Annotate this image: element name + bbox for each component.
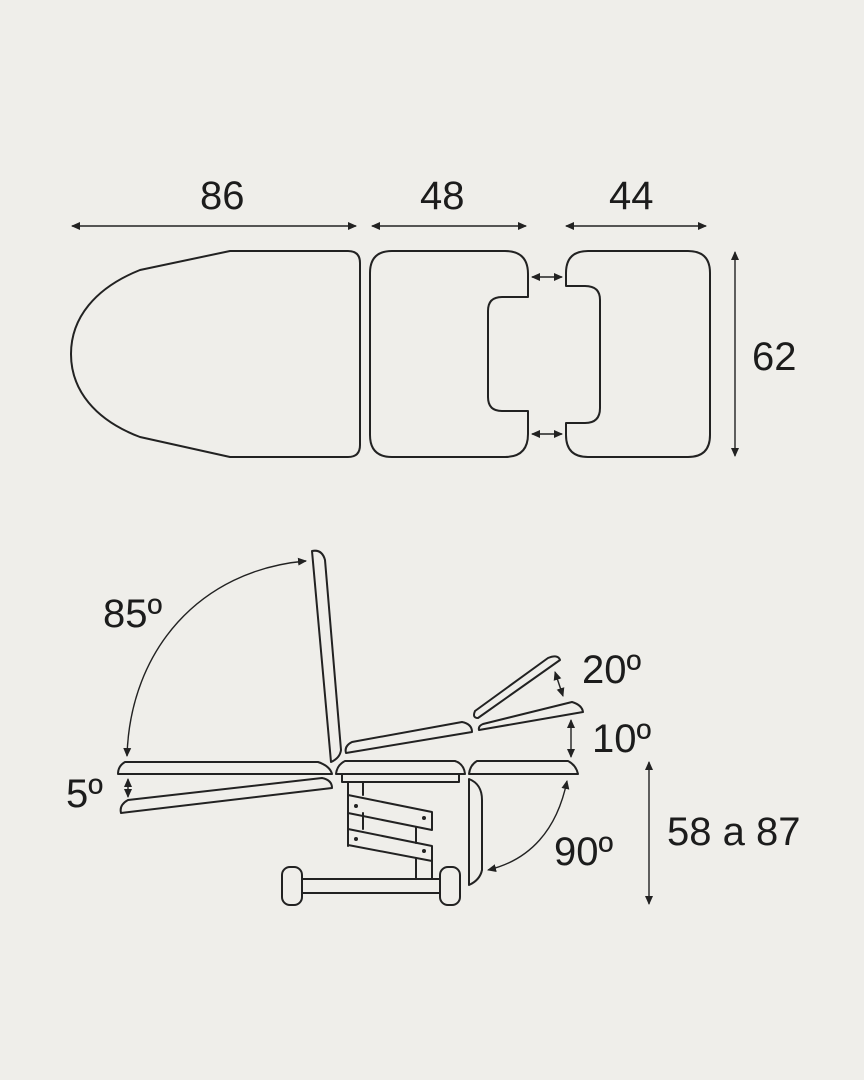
lift-column: [347, 781, 433, 880]
foot-section-outline: [565, 250, 711, 458]
wheel-left: [281, 866, 303, 906]
leg-rest-tilted: [477, 701, 584, 731]
angle-arrow-20: [553, 671, 565, 697]
label-backrest-angle: 85º: [103, 592, 163, 636]
leg-rest-dropped: [468, 778, 483, 886]
label-height-range: 58 a 87: [667, 810, 801, 854]
leg-rest-flat: [468, 760, 579, 775]
seat-frame: [341, 773, 460, 783]
side-view: [117, 549, 653, 906]
angle-arc-90: [487, 780, 570, 873]
top-view: [70, 222, 739, 458]
head-pad-flat: [117, 761, 333, 775]
head-section-outline: [70, 250, 361, 458]
label-leg-rest-angle: 20º: [582, 648, 642, 692]
base-bar: [299, 878, 443, 894]
label-head-tilt-angle: 5º: [66, 772, 103, 816]
label-head-section-length: 86: [200, 174, 245, 218]
middle-section-outline: [369, 250, 529, 458]
backrest-raised: [311, 549, 342, 763]
wheel-right: [439, 866, 461, 906]
label-foot-section-length: 44: [609, 174, 654, 218]
angle-arc-85: [123, 557, 307, 757]
label-middle-section-length: 48: [420, 174, 465, 218]
label-seat-tilt-angle: 10º: [592, 717, 652, 761]
seat-pad-raised: [344, 721, 473, 754]
label-width: 62: [752, 335, 797, 379]
seat-pad-flat: [335, 760, 466, 775]
head-pad-tilted: [119, 777, 333, 814]
leg-rest-raised: [473, 655, 561, 719]
label-foot-drop-angle: 90º: [554, 830, 614, 874]
